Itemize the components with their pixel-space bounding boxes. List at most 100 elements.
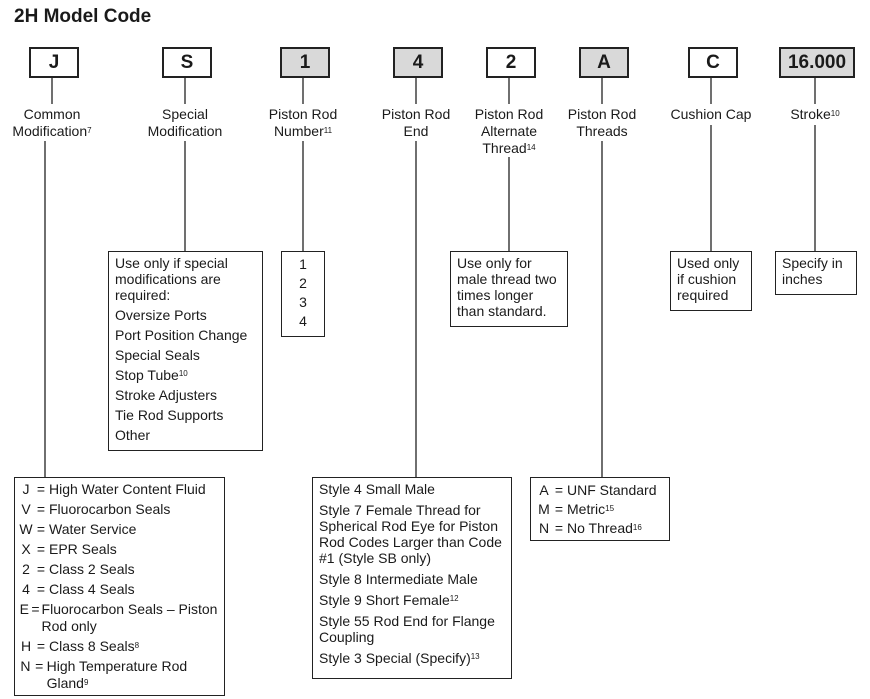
list-item-text: Style 3 Special (Specify): [319, 650, 471, 666]
code-letter: H: [20, 638, 32, 654]
footnote-mark: 12: [449, 594, 459, 603]
footnote-mark: 13: [470, 652, 480, 661]
rod-number-option: 2: [299, 275, 307, 291]
code-description: Metric15: [567, 500, 614, 519]
label-text: Piston Rod: [268, 106, 338, 122]
special-intro: Use only if special modifications are re…: [115, 255, 228, 303]
code-box-threads: A: [579, 47, 629, 78]
code-letter: W: [19, 521, 33, 537]
label-text: End: [403, 123, 429, 139]
code-letter: N: [20, 658, 31, 674]
list-item-text: Style 9 Short Female: [319, 592, 450, 608]
label-common-line: Common: [0, 106, 104, 123]
list-item: Stroke Adjusters: [115, 387, 256, 403]
equals-sign: =: [31, 601, 40, 617]
equals-sign: =: [36, 581, 46, 597]
label-threads-line: Piston Rod: [552, 106, 652, 123]
label-text: Common: [23, 106, 81, 122]
list-item: Style 7 Female Thread for Spherical Rod …: [319, 502, 505, 566]
label-special-line: Special: [135, 106, 235, 123]
cushion-box: Used only if cushion required: [670, 251, 752, 311]
code-description-text: Metric: [567, 501, 606, 517]
code-description-text: No Thread: [567, 520, 633, 536]
code-description: Class 2 Seals: [49, 561, 135, 578]
equals-sign: =: [554, 501, 564, 517]
label-text: Modification: [147, 123, 223, 139]
list-item: Style 55 Rod End for Flange Coupling: [319, 613, 505, 645]
cushion-note: Used only if cushion required: [677, 255, 740, 303]
label-stroke-line: Stroke10: [765, 106, 865, 123]
code-description-text: Class 4 Seals: [49, 581, 135, 597]
code-description-text: EPR Seals: [49, 541, 117, 557]
list-item-text: Stop Tube: [115, 367, 179, 383]
code-description-text: High Temperature Rod Gland: [46, 658, 188, 691]
code-letter: X: [21, 541, 31, 557]
code-box-rod-end: 4: [393, 47, 443, 78]
list-item: Style 4 Small Male: [319, 481, 505, 497]
code-description: Water Service: [49, 521, 136, 538]
code-box-alt-thread: 2: [486, 47, 536, 78]
equals-sign: =: [36, 481, 46, 497]
code-letter: A: [539, 482, 549, 498]
code-box-common: J: [29, 47, 79, 78]
code-description: High Water Content Fluid: [49, 481, 206, 498]
footnote-mark: 10: [178, 369, 188, 378]
label-text: Threads: [576, 123, 628, 139]
label-text: Piston Rod: [567, 106, 637, 122]
code-letter: J: [22, 481, 30, 497]
list-item-text: Oversize Ports: [115, 307, 207, 323]
code-description-text: Water Service: [49, 521, 137, 537]
list-item: Tie Rod Supports: [115, 407, 256, 423]
list-item: Style 3 Special (Specify)13: [319, 650, 505, 666]
label-text: Thread: [482, 140, 527, 156]
footnote-mark: 15: [605, 504, 615, 513]
list-item: Special Seals: [115, 347, 256, 363]
code-description-text: UNF Standard: [567, 482, 657, 498]
equals-sign: =: [36, 561, 46, 577]
list-item-text: Special Seals: [115, 347, 200, 363]
footnote-mark: 8: [134, 641, 140, 650]
label-threads-line: Threads: [552, 123, 652, 140]
list-item-text: Port Position Change: [115, 327, 248, 343]
code-description: Fluorocarbon Seals: [49, 501, 170, 518]
equals-sign: =: [554, 520, 564, 536]
footnote-mark: 14: [526, 143, 536, 152]
code-letter: M: [538, 501, 550, 517]
code-row: 2 =Class 2 Seals: [19, 561, 218, 578]
code-row: X =EPR Seals: [19, 541, 218, 558]
label-alt-thread-line: Piston Rod: [459, 106, 559, 123]
label-text: Piston Rod: [381, 106, 451, 122]
equals-sign: =: [36, 541, 46, 557]
label-rod-number-line: Piston Rod: [253, 106, 353, 123]
code-description: No Thread16: [567, 519, 642, 538]
code-letter: 2: [22, 561, 30, 577]
diagram-title: 2H Model Code: [14, 6, 152, 27]
stroke-note: Specify in inches: [782, 255, 843, 287]
equals-sign: =: [36, 521, 46, 537]
code-row: E=Fluorocarbon Seals – Piston Rod only: [19, 601, 218, 635]
rod-number-option: 3: [299, 294, 307, 310]
label-alt-thread-line: Alternate: [459, 123, 559, 140]
rod-number-option: 4: [299, 313, 307, 329]
special-modification-box: Use only if special modifications are re…: [108, 251, 263, 451]
code-description-text: Fluorocarbon Seals: [49, 501, 171, 517]
label-text: Piston Rod: [474, 106, 544, 122]
list-item: Stop Tube10: [115, 367, 256, 383]
code-description-text: Class 2 Seals: [49, 561, 135, 577]
list-item-text: Stroke Adjusters: [115, 387, 217, 403]
code-row: M=Metric15: [537, 500, 663, 519]
code-row: W=Water Service: [19, 521, 218, 538]
label-alt-thread-line: Thread14: [459, 140, 559, 157]
